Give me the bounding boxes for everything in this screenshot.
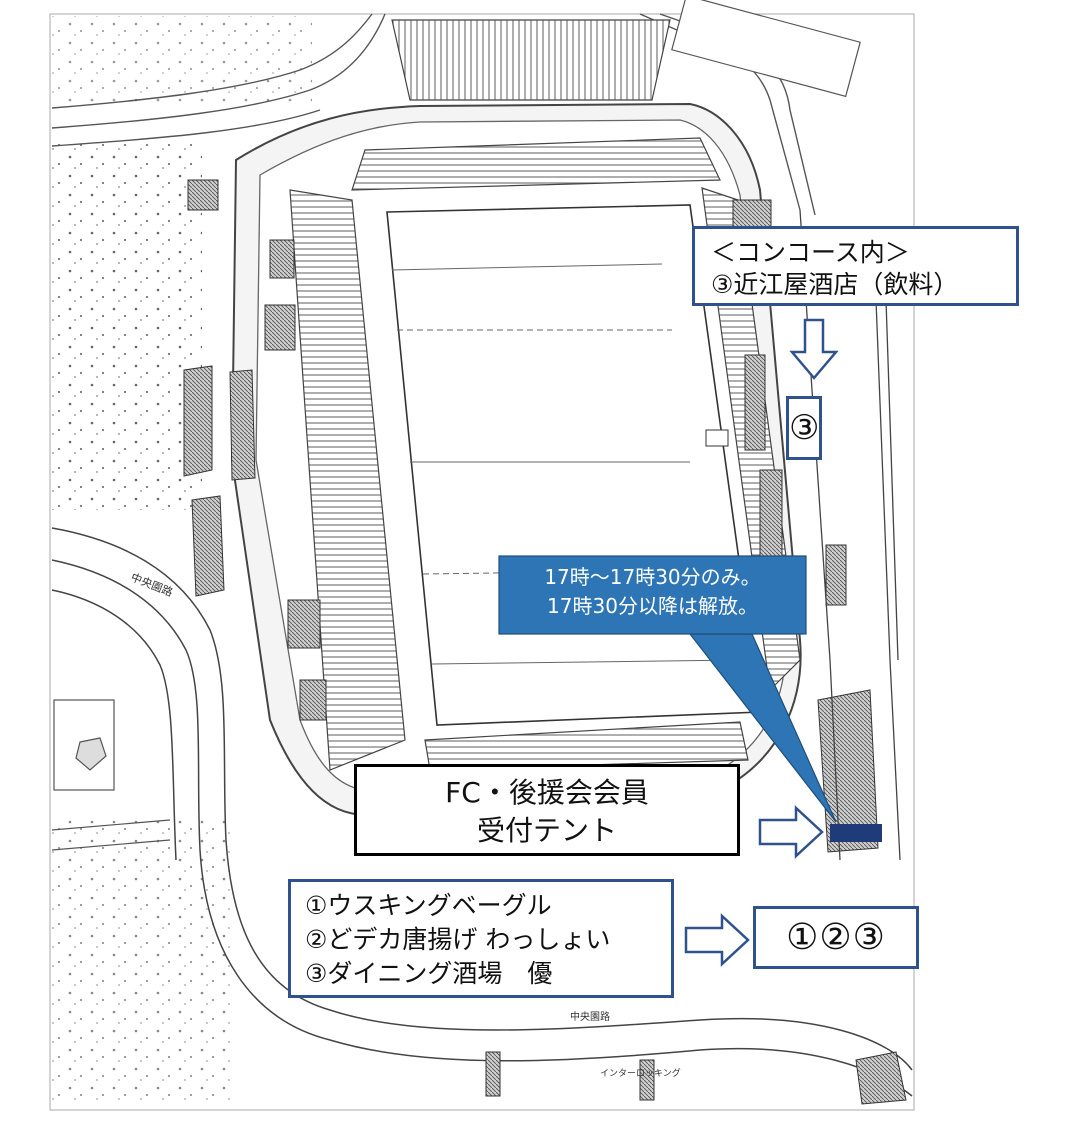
vendor-item-1: ①ウスキングベーグル xyxy=(305,891,552,920)
callout-bubble xyxy=(498,555,837,823)
callout-line-1: 17時～17時30分のみ。 xyxy=(544,565,761,589)
concourse-location-marker: ③ xyxy=(786,396,822,460)
right-arrow-fc xyxy=(758,805,824,859)
fc-tent-line-1: FC・後援会会員 xyxy=(445,776,649,809)
concourse-info-box: ＜コンコース内＞ ③近江屋酒店（飲料） xyxy=(692,226,1019,306)
concourse-item: ③近江屋酒店（飲料） xyxy=(711,270,959,299)
vendor-list-box: ①ウスキングベーグル ②どデカ唐揚げ わっしょい ③ダイニング酒場 優 xyxy=(288,879,674,998)
right-arrow-vendors xyxy=(684,913,750,967)
vendor-marker-label: ①②③ xyxy=(786,917,886,958)
road-label-interchange: インターロッキング xyxy=(600,1067,681,1079)
vendor-item-3: ③ダイニング酒場 優 xyxy=(305,959,553,988)
vendor-item-2: ②どデカ唐揚げ わっしょい xyxy=(305,925,611,954)
fc-tent-marker xyxy=(830,824,882,842)
road-label-south: 中央園路 xyxy=(570,1010,610,1023)
north-stand xyxy=(351,137,721,191)
callout-text: 17時～17時30分のみ。 17時30分以降は解放。 xyxy=(499,556,806,634)
pitch-marker xyxy=(705,429,729,447)
vegetation-south xyxy=(52,820,232,1100)
west-ramps xyxy=(183,179,256,597)
concourse-heading: ＜コンコース内＞ xyxy=(711,238,910,267)
vegetation-northwest xyxy=(52,16,312,106)
west-buildings xyxy=(264,239,327,721)
west-loop-road xyxy=(51,527,913,1097)
ne-building xyxy=(671,0,861,98)
west-stand xyxy=(289,189,406,771)
fc-tent-box: FC・後援会会員 受付テント xyxy=(354,764,740,856)
callout-line-2: 17時30分以降は解放。 xyxy=(547,594,758,618)
vegetation-west xyxy=(52,140,202,510)
south-features xyxy=(485,1051,907,1105)
concourse-marker-label: ③ xyxy=(789,408,820,448)
southwest-feature xyxy=(51,699,171,851)
south-stand xyxy=(424,721,749,771)
north-roof xyxy=(391,19,671,101)
down-arrow xyxy=(789,318,839,380)
vendor-location-marker: ①②③ xyxy=(753,906,919,969)
fc-tent-line-2: 受付テント xyxy=(476,814,617,847)
